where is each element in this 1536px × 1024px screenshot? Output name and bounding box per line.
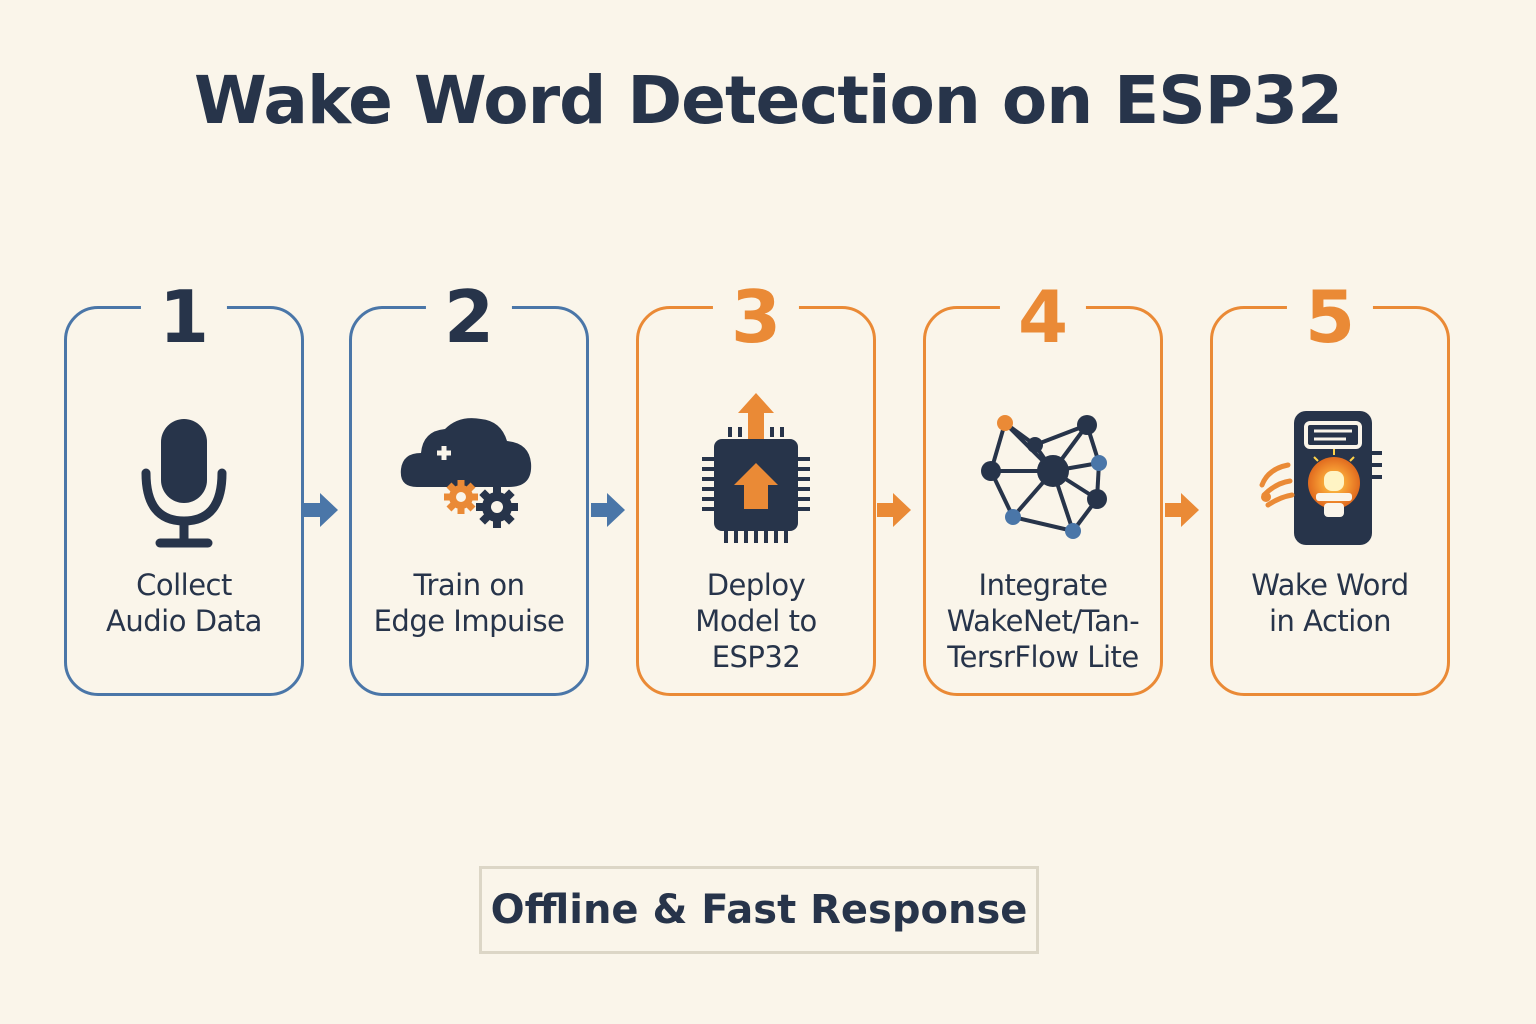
step-number: 5 — [1286, 281, 1374, 353]
arrow-right-icon — [877, 493, 911, 527]
neural-network-icon — [981, 415, 1107, 539]
step-number: 1 — [140, 281, 228, 353]
step-card-deploy-model: 3 Deploy Model to ESP32 — [636, 281, 876, 696]
arrow-right-icon — [591, 493, 625, 527]
step-number: 4 — [999, 281, 1087, 353]
footer-caption: Offline & Fast Response — [479, 866, 1039, 954]
step-number: 2 — [425, 281, 513, 353]
device-alert-light-icon — [1259, 411, 1382, 545]
step-label: Integrate WakeNet/Tan- TersrFlow Lite — [946, 568, 1140, 674]
step-label: Collect Audio Data — [106, 568, 262, 638]
microphone-icon — [141, 419, 227, 548]
step-label: Deploy Model to ESP32 — [695, 568, 817, 674]
step-card-collect-audio: 1 Collect Audio Data — [64, 281, 304, 696]
step-number: 3 — [712, 281, 800, 353]
cloud-gears-icon — [400, 418, 532, 528]
chip-upload-icon — [702, 393, 810, 543]
arrow-right-icon — [1165, 493, 1199, 527]
step-card-train-model: 2 — [349, 281, 589, 696]
step-card-integrate-library: 4 Integrate WakeNet/Tan- TersrFlow Lite — [923, 281, 1163, 696]
step-card-wake-word-action: 5 Wake Word in Ac — [1210, 281, 1450, 696]
arrow-right-icon — [304, 493, 338, 527]
diagram-title: Wake Word Detection on ESP32 — [193, 62, 1343, 139]
step-label: Train on Edge Impuise — [373, 568, 565, 638]
step-label: Wake Word in Action — [1251, 568, 1409, 638]
